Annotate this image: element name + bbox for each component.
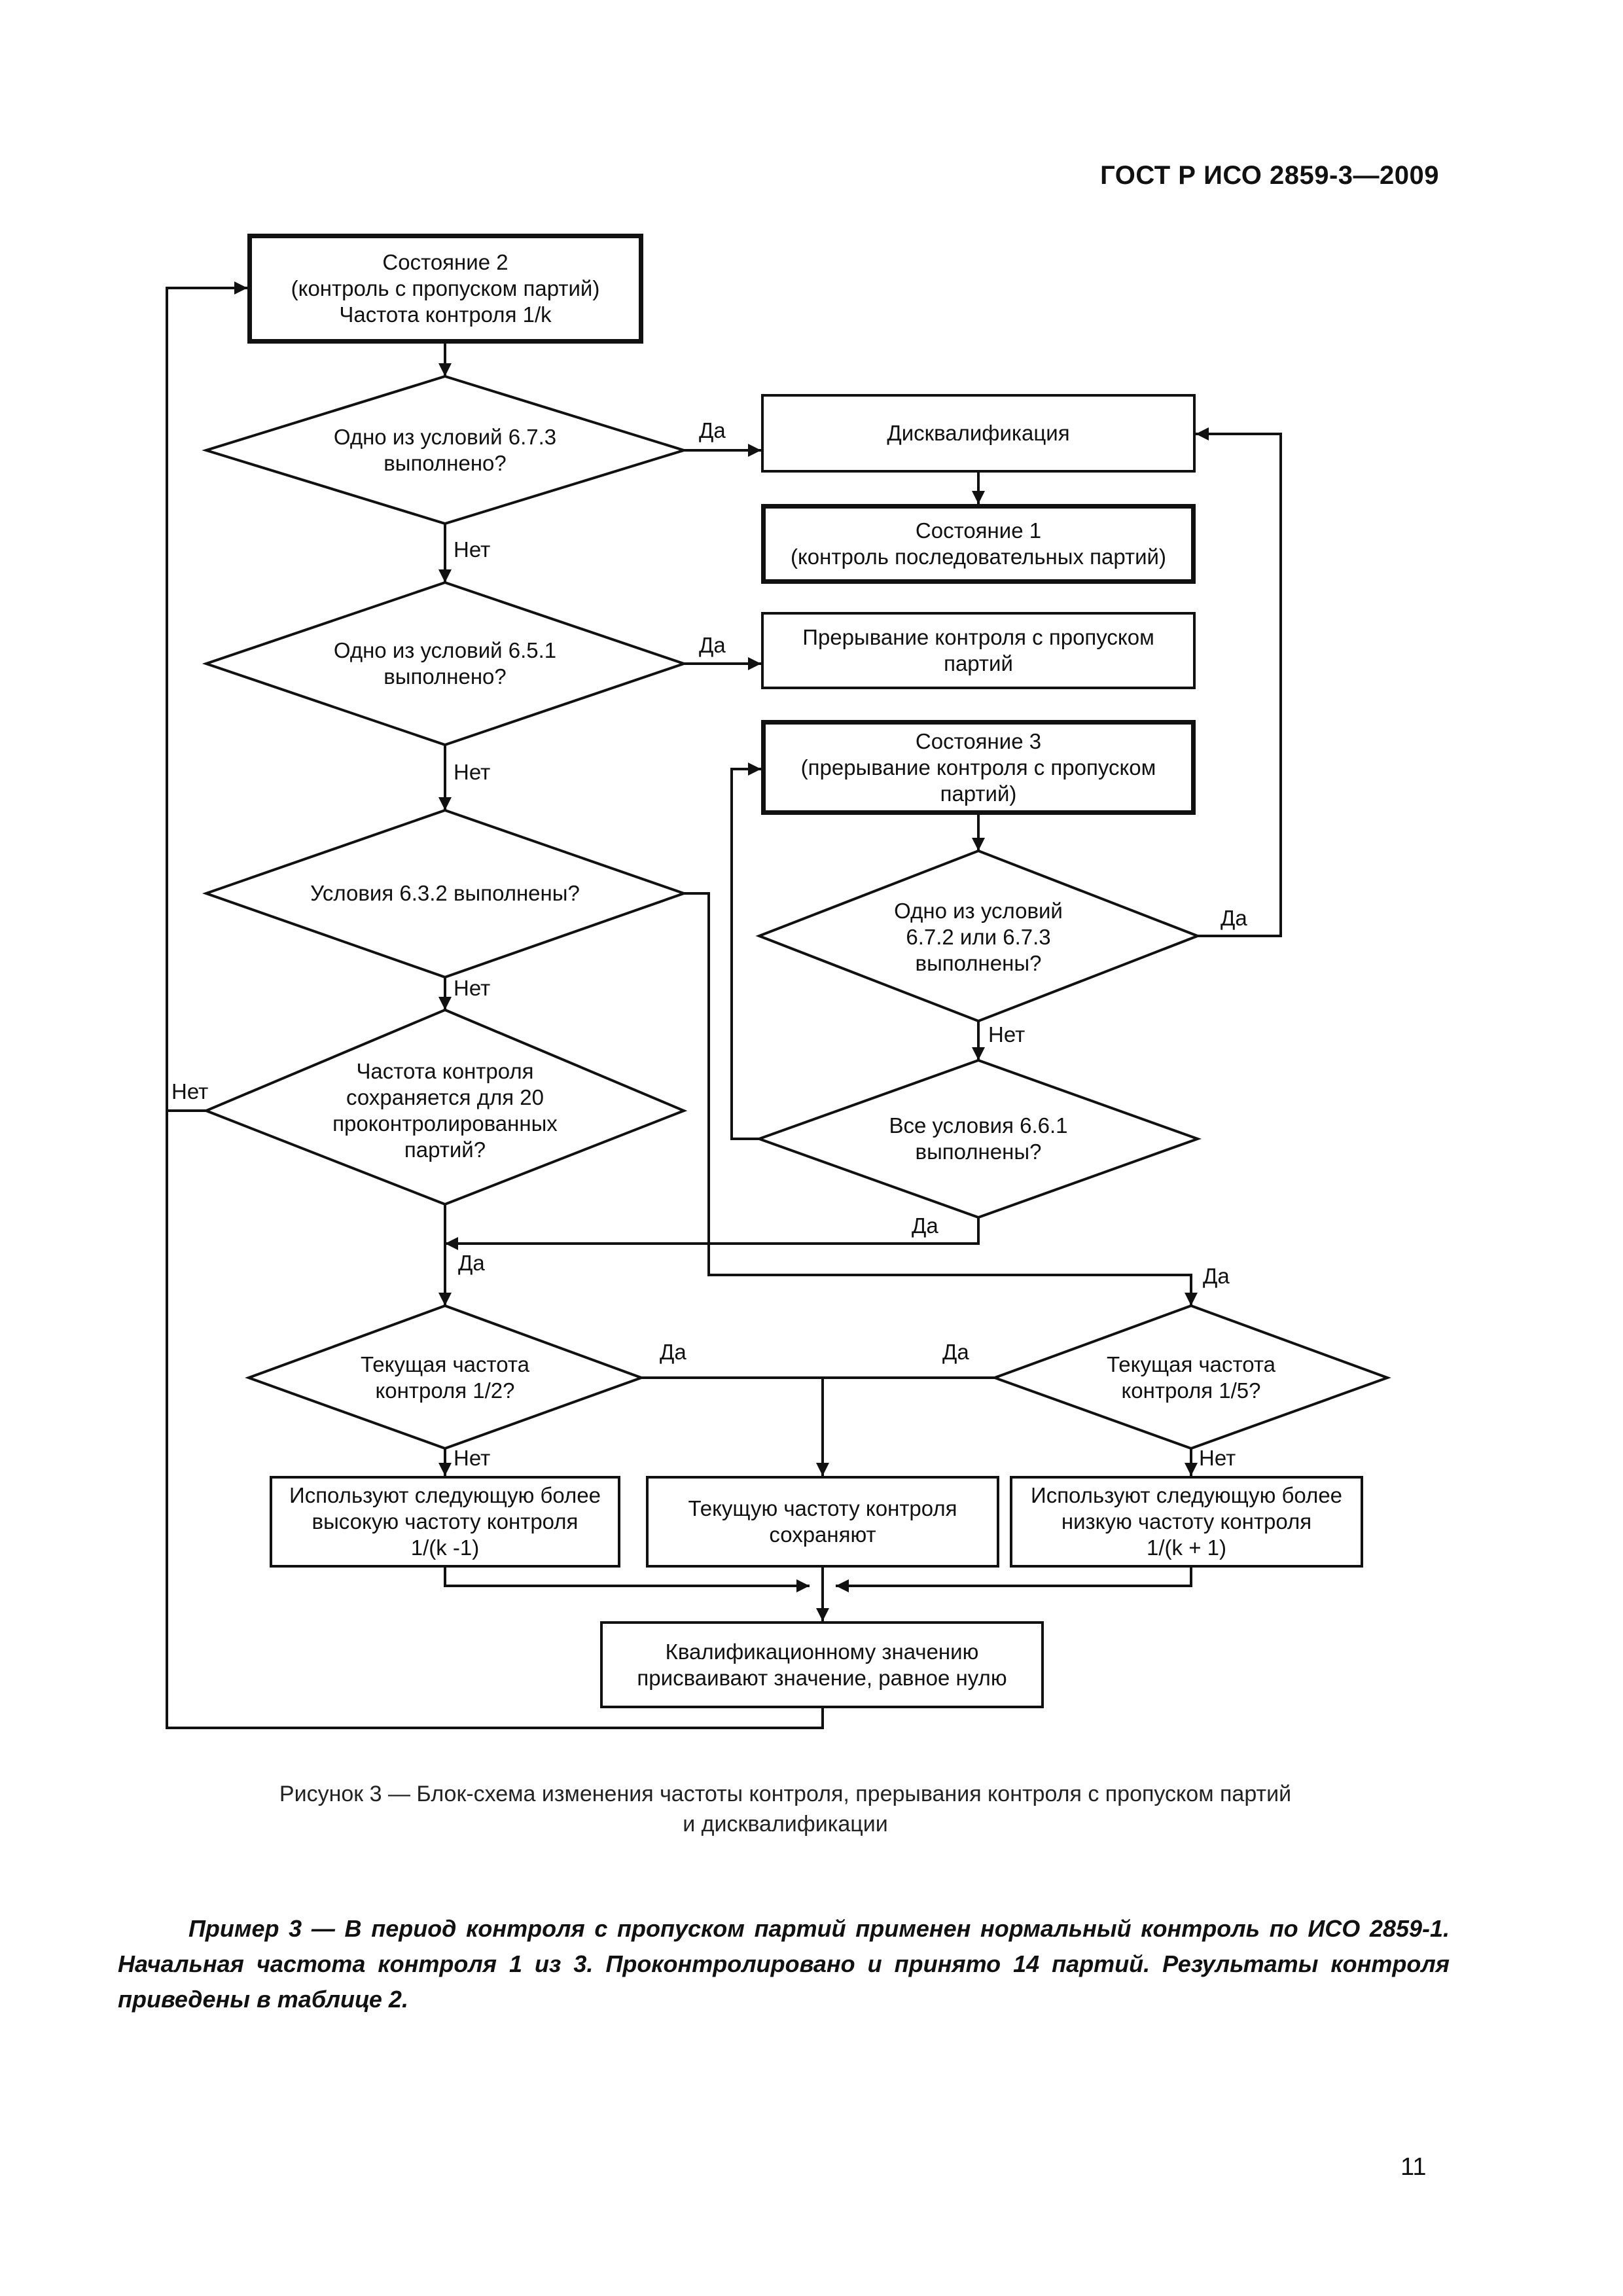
- no-label-672-673: Нет: [988, 1022, 1026, 1047]
- decision-fifth-text: Текущая частота контроля 1/5?: [1106, 1352, 1276, 1403]
- no-label-half: Нет: [454, 1446, 491, 1470]
- yes-label-half: Да: [660, 1340, 687, 1364]
- decision-672-673-text: Одно из условий 6.7.2 или 6.7.3 выполнен…: [894, 899, 1063, 975]
- yes-label-672-673: Да: [1221, 906, 1247, 930]
- state-1-box: Состояние 1 (контроль последовательных п…: [761, 504, 1196, 584]
- reset-score-box: Квалификационному значению присваивают з…: [600, 1621, 1044, 1708]
- use-lower-frequency-box: Используют следующую более низкую частот…: [1010, 1476, 1363, 1568]
- yes-label-651: Да: [699, 633, 726, 657]
- decision-freq20-text: Частота контроля сохраняется для 20 прок…: [332, 1059, 558, 1162]
- no-label-freq20: Нет: [171, 1079, 209, 1103]
- figure-caption: Рисунок 3 — Блок-схема изменения частоты…: [279, 1782, 1292, 1837]
- state-3-box: Состояние 3 (прерывание контроля с пропу…: [761, 720, 1196, 815]
- page-number: 11: [1400, 2153, 1427, 2181]
- keep-frequency-box: Текущую частоту контроля сохраняют: [646, 1476, 999, 1568]
- disqualification-box: Дисквалификация: [761, 394, 1196, 473]
- document-number: ГОСТ Р ИСО 2859-3—2009: [1100, 161, 1439, 190]
- decision-632-text: Условия 6.3.2 выполнены?: [310, 881, 580, 905]
- decision-661-text: Все условия 6.6.1 выполнены?: [889, 1113, 1068, 1164]
- yes-label-632: Да: [1203, 1264, 1230, 1288]
- yes-label-673: Да: [699, 418, 726, 442]
- no-label-673: Нет: [454, 537, 491, 562]
- yes-label-fifth: Да: [942, 1340, 969, 1364]
- decision-651-text: Одно из условий 6.5.1 выполнено?: [333, 638, 557, 689]
- yes-label-freq20: Да: [458, 1251, 485, 1275]
- no-label-fifth: Нет: [1199, 1446, 1236, 1470]
- example-paragraph: Пример 3 — В период контроля с пропуском…: [118, 1915, 1450, 2013]
- interruption-box: Прерывание контроля с пропуском партий: [761, 612, 1196, 689]
- use-higher-frequency-box: Используют следующую более высокую часто…: [270, 1476, 620, 1568]
- no-label-632: Нет: [454, 976, 491, 1000]
- decision-half-text: Текущая частота контроля 1/2?: [360, 1352, 530, 1403]
- no-label-651: Нет: [454, 760, 491, 784]
- yes-label-661: Да: [912, 1213, 938, 1238]
- state-2-box: Состояние 2 (контроль с пропуском партий…: [247, 234, 643, 344]
- decision-673-text: Одно из условий 6.7.3 выполнено?: [333, 425, 557, 475]
